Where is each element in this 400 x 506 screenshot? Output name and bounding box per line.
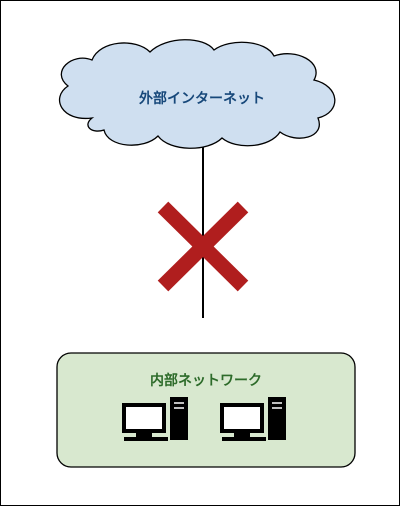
internet-cloud: 外部インターネット: [58, 39, 336, 149]
cross-icon: [157, 201, 249, 292]
desktop-computer-icon: [220, 397, 286, 441]
external-network-label: 外部インターネット: [139, 90, 265, 107]
desktop-computer-icon: [122, 397, 188, 441]
internal-network-box: 内部ネットワーク: [56, 352, 356, 468]
internal-network-label: 内部ネットワーク: [150, 372, 262, 389]
